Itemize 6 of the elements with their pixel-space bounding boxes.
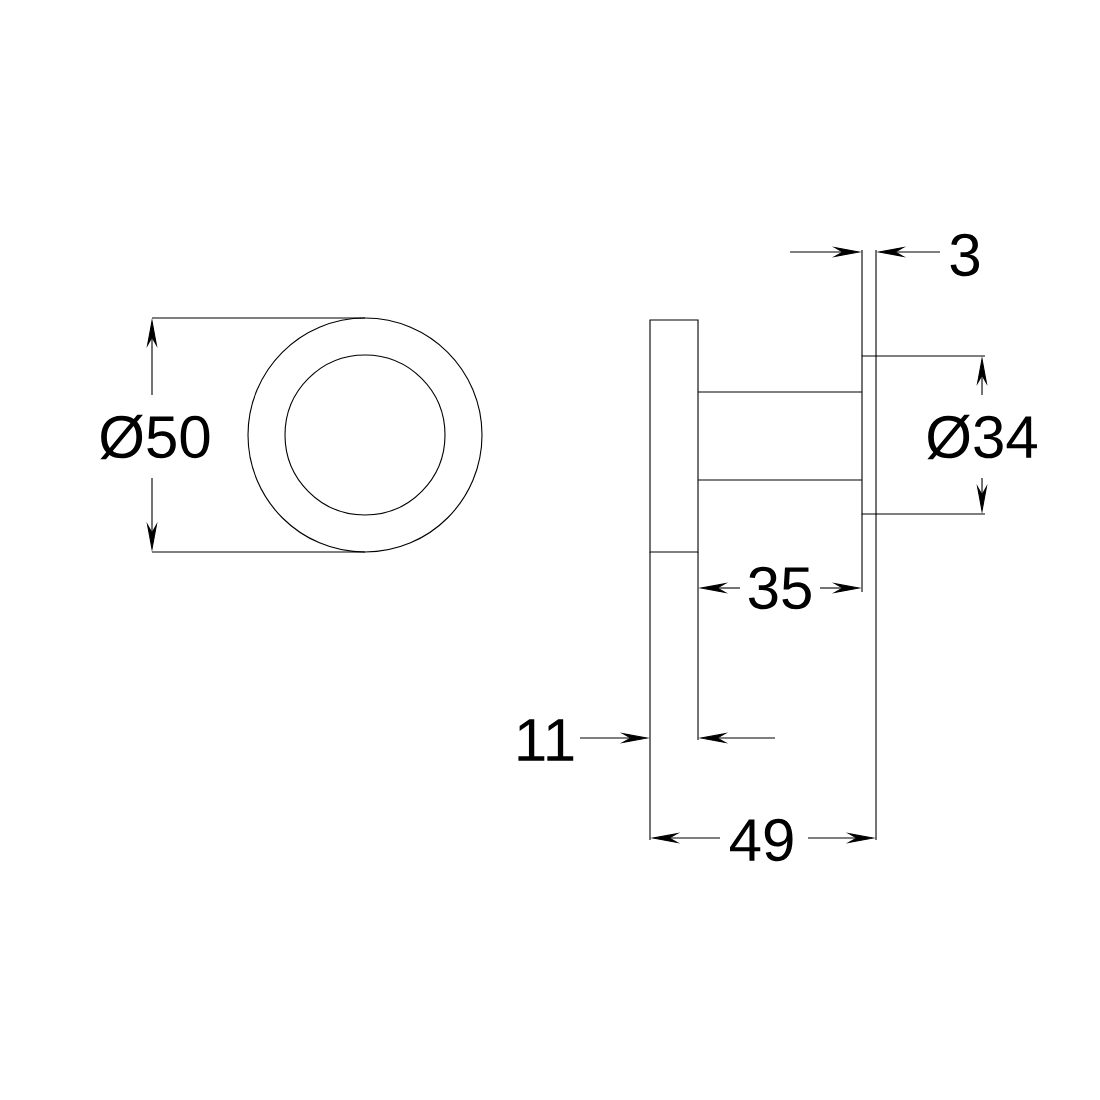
dimension-label: Ø34 [924,413,1040,461]
dimension-label: 35 [745,565,815,611]
dimension-label: 49 [727,817,797,863]
dimension-label: 3 [947,232,983,278]
dimension-label: 11 [512,718,578,762]
dimension-label: Ø50 [97,413,213,461]
